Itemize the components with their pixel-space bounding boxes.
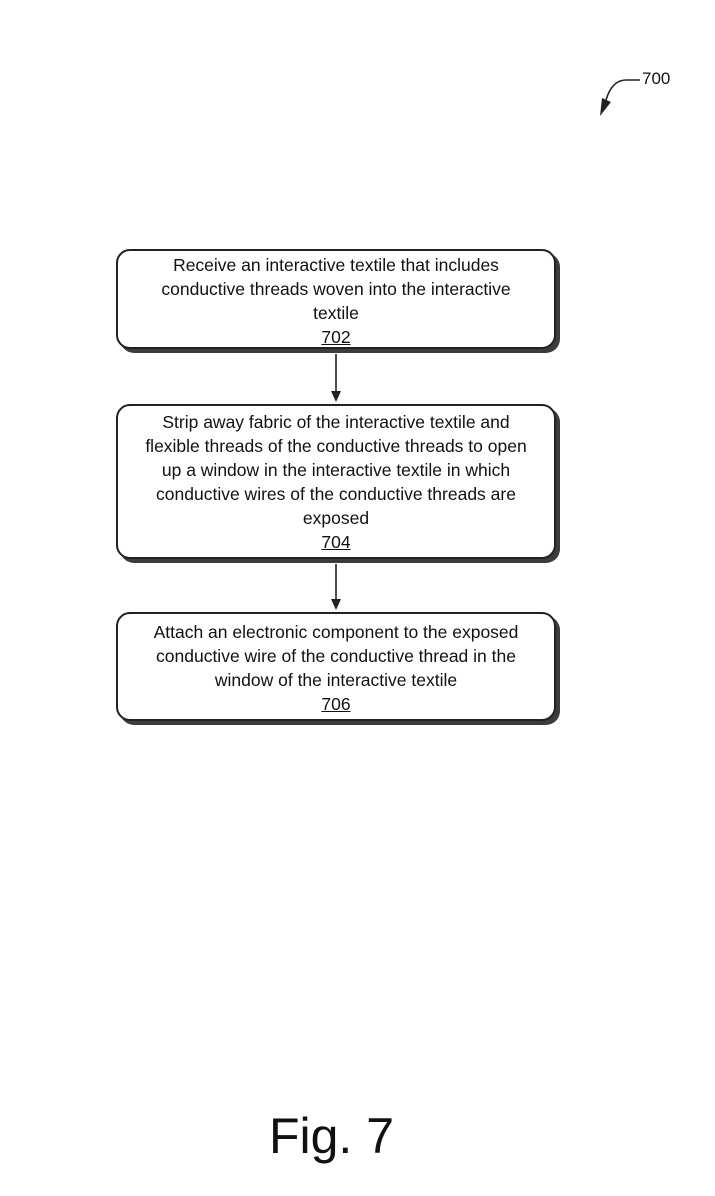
flowchart-step-702: Receive an interactive textile that incl… [116,249,556,349]
step-number: 706 [321,694,351,714]
figure-caption: Fig. 7 [268,1108,395,1164]
reference-leader-arrow [600,79,640,116]
step-number: 702 [321,327,351,347]
step-text: Attach an electronic component to the ex… [153,622,519,690]
step-text: Strip away fabric of the interactive tex… [145,412,527,528]
figure-reference-number: 700 [642,69,671,88]
flowchart-step-706: Attach an electronic component to the ex… [116,612,556,721]
flow-arrow-704-to-706 [331,564,341,610]
flowchart-step-704: Strip away fabric of the interactive tex… [116,404,556,559]
step-text: Receive an interactive textile that incl… [161,255,511,323]
flow-arrow-702-to-704 [331,354,341,402]
step-number: 704 [321,532,351,552]
